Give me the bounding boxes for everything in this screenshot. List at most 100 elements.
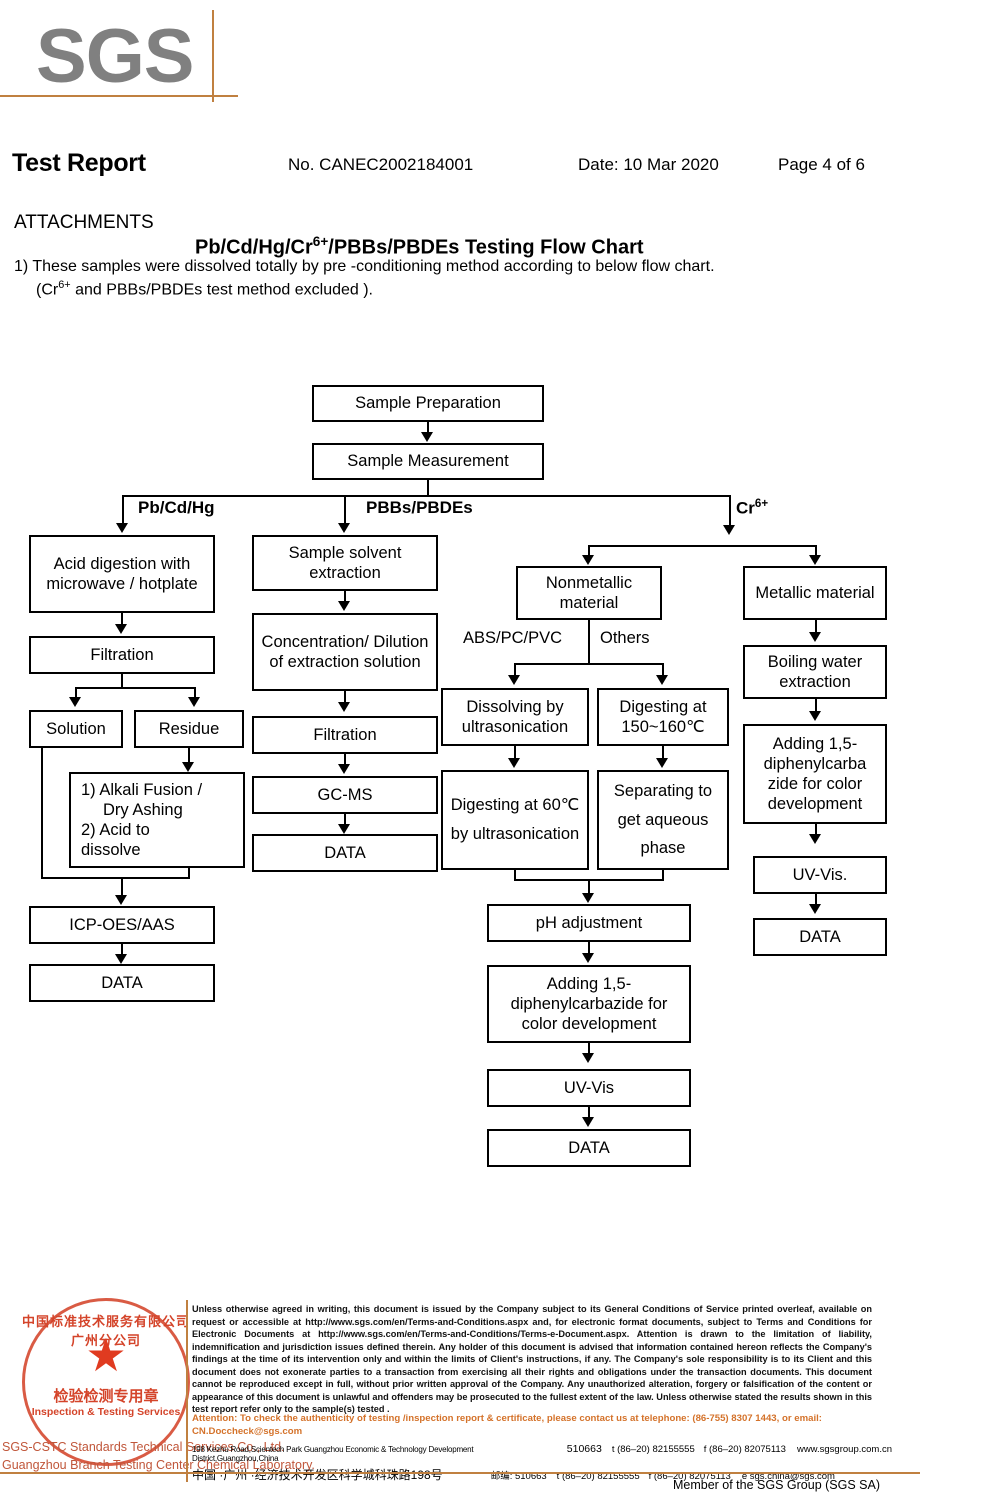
flow-title-post: /PBBs/PBDEs Testing Flow Chart [328,236,644,259]
connector-cr6-split-bus [588,545,816,547]
arrow-residue-to-alkali [182,762,194,772]
address-en: 198 Kezhu Road,Scientech Park Guangzhou … [192,1445,474,1463]
arrow-ph-to-adding [582,953,594,963]
connector-measurement-down [427,480,429,496]
address-en-zip: 510663 [566,1443,602,1455]
connector-to-nonmetallic [588,545,590,557]
label-abs-pc-pvc: ABS/PC/PVC [463,629,563,647]
attention-notice: Attention: To check the authenticity of … [192,1413,822,1438]
connector-digesting150-to-separating [662,746,664,760]
connector-branch-cr6 [729,495,731,527]
branch-label-pb-cd-hg: Pb/Cd/Hg [138,498,215,517]
connector-adding-to-uvvis-metallic [815,824,817,836]
flow-box-uvvis-metallic: UV-Vis. [753,856,887,894]
connector-digesting60-down [514,870,516,880]
flow-box-nonmetallic-material: Nonmetallic material [516,566,662,620]
connector-adding-to-uvvis-nonmetallic [588,1043,590,1055]
address-row-en: 198 Kezhu Road,Scientech Park Guangzhou … [192,1443,892,1463]
flow-box-digesting-60: Digesting at 60℃ by ultrasonication [441,770,589,870]
alkali-line-3: 2) Acid to [81,821,150,839]
connector-to-dissolving [514,663,516,677]
connector-residue-to-alkali [188,748,190,764]
page-title: Test Report [12,149,146,177]
address-en-web: www.sgsgroup.com.cn [796,1444,892,1455]
connector-uvvis-to-data-nonmetallic [588,1107,590,1119]
address-cn-email: e sgs.china@sgs.com [741,1471,835,1482]
flow-box-ph-adjustment: pH adjustment [487,904,691,942]
flow-box-icp-oes-aas: ICP-OES/AAS [29,906,215,944]
connector-branch-pbcdhg [122,495,124,525]
connector-acid-to-filtration [121,613,123,626]
connector-gcms-to-data [344,814,346,826]
connector-icp-to-data [121,944,123,956]
arrow-to-residue [188,697,200,707]
flow-title-pre: Pb/Cd/Hg/Cr [195,236,313,259]
arrow-gcms-to-data [338,824,350,834]
sgs-logo-text: SGS [36,14,195,99]
seal-chinese-text: 检验检测专用章 [53,1388,159,1406]
connector-boiling-to-adding [815,699,817,713]
address-en-tel: t (86–20) 82155555 [611,1444,695,1455]
flow-box-residue: Residue [134,710,244,748]
alkali-line-2: Dry Ashing [103,800,183,819]
flow-box-data-metallic: DATA [753,918,887,956]
arrow-icp-to-data [115,954,127,964]
note-line-2: (Cr6+ and PBBs/PBDEs test method exclude… [36,279,373,299]
seal-star-icon: ★ [85,1329,127,1382]
flow-box-metallic-material: Metallic material [743,566,887,620]
connector-concentration-to-filtration [344,691,346,704]
arrow-dissolving-to-digesting60 [508,758,520,768]
arrow-prep-to-measurement [421,432,433,442]
arrow-metallic-to-boiling [809,632,821,642]
seal-english-text: Inspection & Testing Services [31,1405,181,1418]
arrow-to-solution [69,697,81,707]
arrow-filtration-to-gcms [338,764,350,774]
connector-uvvis-to-data-metallic [815,894,817,906]
connector-filtration-down [121,674,123,688]
connector-separating-down [662,870,664,880]
arrow-merge-to-ph [582,893,594,903]
logo-horizontal-rule [0,95,238,97]
cr6-pre: Cr [736,498,755,518]
seal-caption-line-1: SGS-CSTC Standards Technical Services Co… [2,1440,285,1454]
connector-to-solution [75,687,77,699]
address-cn-tel: t (86–20) 82155555 [556,1471,640,1482]
footer-vertical-tick [186,1466,188,1482]
connector-to-residue [194,687,196,699]
connector-nonmetallic-down [588,620,590,664]
attachments-heading: ATTACHMENTS [14,212,154,233]
flow-box-adding-dpc-nonmetallic: Adding 1,5-diphenylcarbazide for color d… [487,965,691,1043]
connector-to-metallic [815,545,817,557]
connector-to-digesting-150 [662,663,664,677]
connector-merge-to-ph [588,879,590,895]
arrow-acid-to-filtration [115,624,127,634]
cr6-superscript: 6+ [754,498,769,510]
report-number: No. CANEC2002184001 [288,155,474,174]
branch-label-cr6: Cr6+ [736,498,768,519]
flow-box-alkali-fusion: 1) Alkali Fusion / Dry Ashing 2) Acid to… [69,772,245,868]
arrow-branch-pbcdhg [116,523,128,533]
note-line-1: 1) These samples were dissolved totally … [14,258,715,275]
seal-caption-line-2: Guangzhou Branch Testing Center Chemical… [2,1458,315,1472]
flow-box-uvvis-nonmetallic: UV-Vis [487,1069,691,1107]
flow-box-filtration-1: Filtration [29,636,215,674]
report-date: Date: 10 Mar 2020 [578,155,719,174]
flow-box-data-nonmetallic: DATA [487,1129,691,1167]
legal-disclaimer: Unless otherwise agreed in writing, this… [192,1304,872,1415]
connector-nonmetallic-split-bus [514,663,664,665]
flow-box-acid-digestion: Acid digestion with microwave / hotplate [29,535,215,613]
flow-chart-title: Pb/Cd/Hg/Cr6+/PBBs/PBDEs Testing Flow Ch… [195,234,644,260]
arrow-to-metallic [809,555,821,565]
arrow-adding-to-uvvis-nonmetallic [582,1053,594,1063]
flow-box-adding-dpc-metallic: Adding 1,5-diphenylcarba zide for color … [743,724,887,824]
alkali-line-4: dissolve [81,841,141,860]
flow-box-data-pbbs: DATA [252,834,438,872]
arrow-to-digesting-150 [656,675,668,685]
note2-pre: (Cr [36,281,59,299]
branch-label-pbbs-pbdes: PBBs/PBDEs [366,498,473,517]
flow-box-separating-aqueous: Separating to get aqueous phase [597,770,729,870]
arrow-uvvis-to-data-nonmetallic [582,1117,594,1127]
seal-arc-text: 中国标准技术服务有限公司广州分公司 [22,1314,191,1349]
flow-box-solution: Solution [29,710,123,748]
flow-box-digesting-150: Digesting at 150~160℃ [597,688,729,746]
